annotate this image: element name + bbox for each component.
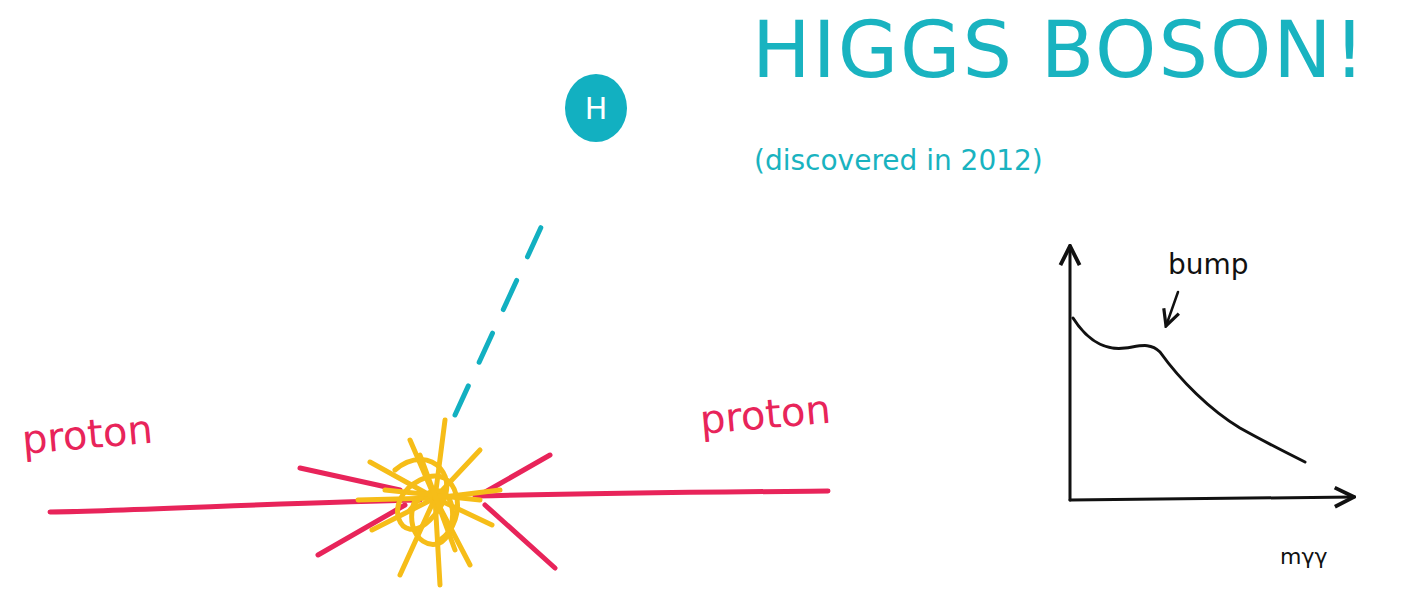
title: HIGGS BOSON! xyxy=(752,8,1367,94)
higgs-track xyxy=(455,212,548,415)
mass-plot xyxy=(1070,246,1354,500)
annotation: bump xyxy=(1168,250,1249,281)
circle-fill xyxy=(565,74,627,142)
collision-burst xyxy=(358,420,500,585)
particle-label: proton xyxy=(20,407,154,462)
subtitle: (discovered in 2012) xyxy=(754,146,1043,177)
particle-circle: H xyxy=(564,73,628,143)
axis-label: mγγ xyxy=(1280,545,1327,569)
particle-label: proton xyxy=(698,387,832,442)
particle-symbol: H xyxy=(585,92,608,125)
